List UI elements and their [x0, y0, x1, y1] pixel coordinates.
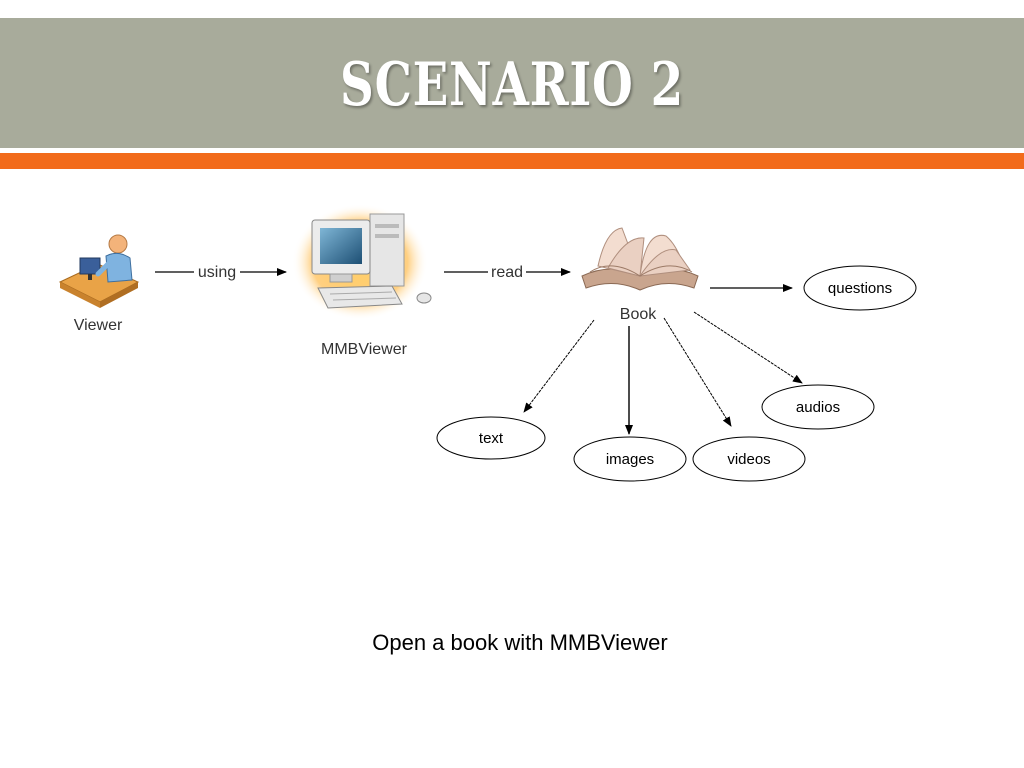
node-label-viewer: Viewer [74, 317, 123, 334]
computer-icon [292, 204, 432, 320]
person-at-desk-icon [58, 234, 140, 308]
edge-label-read: read [491, 264, 523, 281]
edge-book-to-videos [663, 317, 732, 427]
slide-caption: Open a book with MMBViewer [372, 630, 668, 655]
node-label-text: text [479, 430, 504, 447]
node-audios: audios [761, 384, 875, 430]
node-label-audios: audios [796, 399, 840, 416]
node-videos: videos [692, 436, 806, 482]
title-bar [0, 18, 1024, 148]
node-images: images [573, 436, 687, 482]
open-book-icon [581, 227, 699, 291]
edge-book-to-text [523, 319, 595, 413]
accent-bar [0, 153, 1024, 169]
node-label-images: images [606, 451, 654, 468]
slide-title: SCENARIO 2 [339, 50, 685, 120]
node-label-questions: questions [828, 280, 892, 297]
node-questions: questions [803, 265, 917, 311]
edge-label-using: using [198, 264, 236, 281]
node-text: text [436, 416, 546, 460]
edge-book-to-audios [693, 311, 803, 384]
node-label-mmbviewer: MMBViewer [321, 341, 408, 358]
node-label-videos: videos [727, 451, 770, 468]
node-label-book: Book [620, 306, 657, 323]
